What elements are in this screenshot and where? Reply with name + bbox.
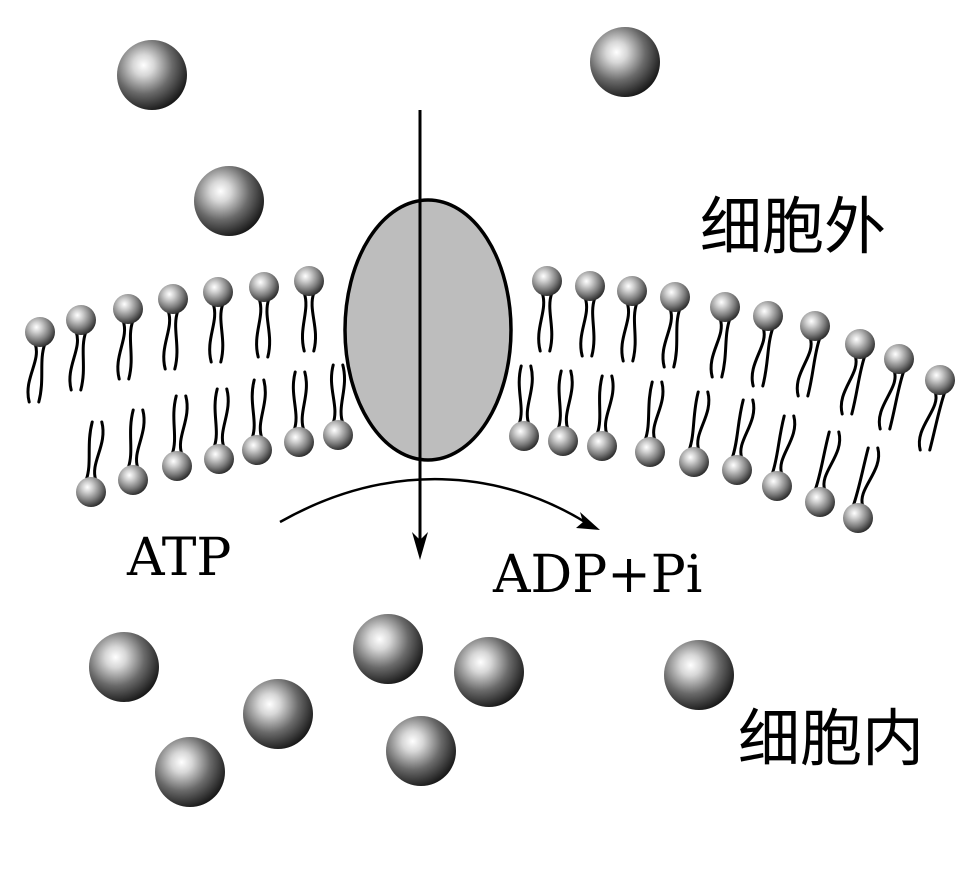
solute-molecules xyxy=(89,27,734,807)
phospholipid xyxy=(843,446,881,533)
phospholipid xyxy=(679,390,711,477)
solute-molecule xyxy=(117,40,187,110)
phospholipid xyxy=(722,398,756,485)
phospholipid xyxy=(548,369,578,456)
phospholipid xyxy=(249,272,279,359)
phospholipid xyxy=(617,276,647,363)
outer-lipid-layer xyxy=(25,266,955,452)
solute-molecule xyxy=(89,632,159,702)
atp-hydrolysis-arrow xyxy=(279,477,586,524)
phospholipid xyxy=(750,301,783,388)
phospholipid xyxy=(805,430,842,517)
phospholipid xyxy=(242,378,272,465)
phospholipid xyxy=(323,363,353,450)
solute-molecule xyxy=(454,637,524,707)
solute-molecule xyxy=(386,716,456,786)
phospholipid xyxy=(76,420,106,507)
solute-molecule xyxy=(664,640,734,710)
transport-arrow-head xyxy=(412,532,428,560)
phospholipid xyxy=(203,277,233,364)
phospholipid xyxy=(158,284,188,371)
solute-molecule xyxy=(243,679,313,749)
atp-hydrolysis-arrow-head xyxy=(576,512,600,530)
phospholipid xyxy=(587,374,617,461)
phospholipid xyxy=(162,394,192,481)
phospholipid xyxy=(25,317,55,404)
solute-molecule xyxy=(353,614,423,684)
phospholipid xyxy=(839,329,875,416)
phospholipid xyxy=(660,282,690,369)
phospholipid xyxy=(294,266,324,353)
phospholipid xyxy=(709,292,740,379)
phospholipid xyxy=(118,408,148,495)
phospholipid xyxy=(113,294,143,381)
phospholipid xyxy=(877,344,914,431)
phospholipid xyxy=(204,387,234,474)
atp-label: ATP xyxy=(127,528,232,588)
phospholipid xyxy=(284,370,314,457)
phospholipid xyxy=(66,305,96,392)
phospholipid xyxy=(575,271,605,358)
inner-lipid-layer xyxy=(76,363,881,533)
inside-cell-label: 细胞内 xyxy=(738,702,925,775)
phospholipid xyxy=(795,311,830,398)
phospholipid xyxy=(917,365,955,452)
phospholipid xyxy=(635,380,665,467)
adp-pi-label: ADP+Pi xyxy=(493,545,703,605)
solute-molecule xyxy=(590,27,660,97)
phospholipid xyxy=(762,414,797,501)
phospholipid xyxy=(509,364,539,451)
solute-molecule xyxy=(194,166,264,236)
carrier-protein xyxy=(343,198,513,462)
outside-cell-label: 细胞外 xyxy=(700,190,887,263)
solute-molecule xyxy=(155,737,225,807)
phospholipid xyxy=(532,266,562,353)
